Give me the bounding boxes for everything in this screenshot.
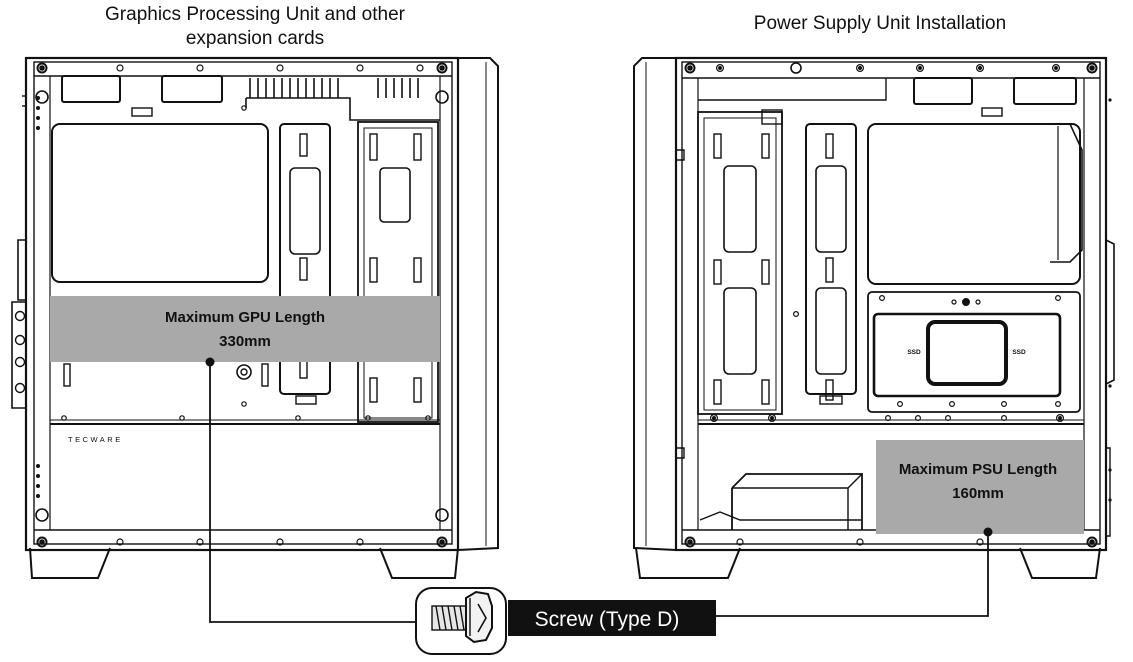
psu-callout-label: Maximum PSU Length [899,461,1057,478]
left-case-drawing [11,56,499,579]
screw-label-box [508,600,716,636]
gpu-callout-box [50,296,440,362]
right-case-drawing [633,56,1115,579]
screw-type-d-icon [415,587,507,655]
gpu-pointer-dot [205,357,215,367]
connector-lines [209,362,989,623]
psu-pointer-dot [983,527,993,537]
psu-callout-box [876,440,1084,534]
gpu-callout-value: 330mm [219,333,271,350]
brand-logo-text: TECWARE [68,435,123,444]
ssd-label-left: SSD [907,349,921,356]
gpu-callout-label: Maximum GPU Length [165,309,325,326]
psu-callout-value: 160mm [952,485,1004,502]
ssd-label-right: SSD [1012,349,1026,356]
screw-label: Screw (Type D) [535,608,680,631]
right-diagram-title: Power Supply Unit Installation [753,13,1007,34]
left-diagram-title: Graphics Processing Unit and other expan… [105,4,405,49]
